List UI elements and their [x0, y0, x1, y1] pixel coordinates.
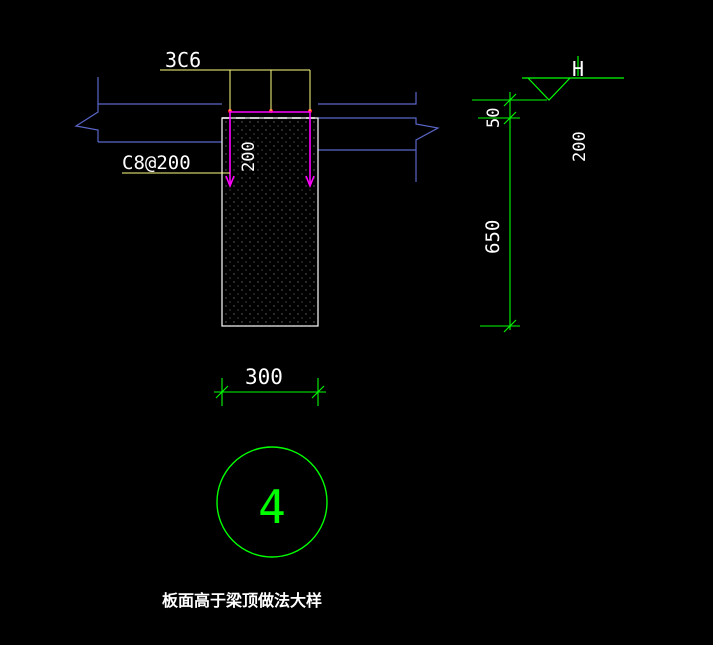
slab-outline [74, 77, 440, 182]
top-rebar [222, 109, 318, 119]
rebar-leader [122, 69, 311, 174]
detail-symbol [216, 446, 328, 558]
dim-beam-depth: 650 [482, 220, 504, 254]
elevation-marker [522, 56, 624, 101]
beam-section [221, 117, 319, 327]
dim-slab-thickness: 200 [570, 131, 590, 162]
slab-thickness-label: 200 [239, 141, 259, 172]
dim-beam-width: 300 [245, 365, 283, 389]
horizontal-dimension [214, 378, 326, 406]
detail-number: 4 [258, 480, 286, 534]
stirrup-label: C8@200 [122, 152, 191, 174]
dim-top-offset: 50 [484, 108, 504, 128]
detail-caption: 板面高于梁顶做法大样 [162, 591, 322, 610]
rebar-label: 3C6 [165, 48, 201, 72]
vertical-dimension [472, 92, 547, 333]
stirrup [225, 111, 315, 189]
ref-mark: H [572, 57, 584, 81]
